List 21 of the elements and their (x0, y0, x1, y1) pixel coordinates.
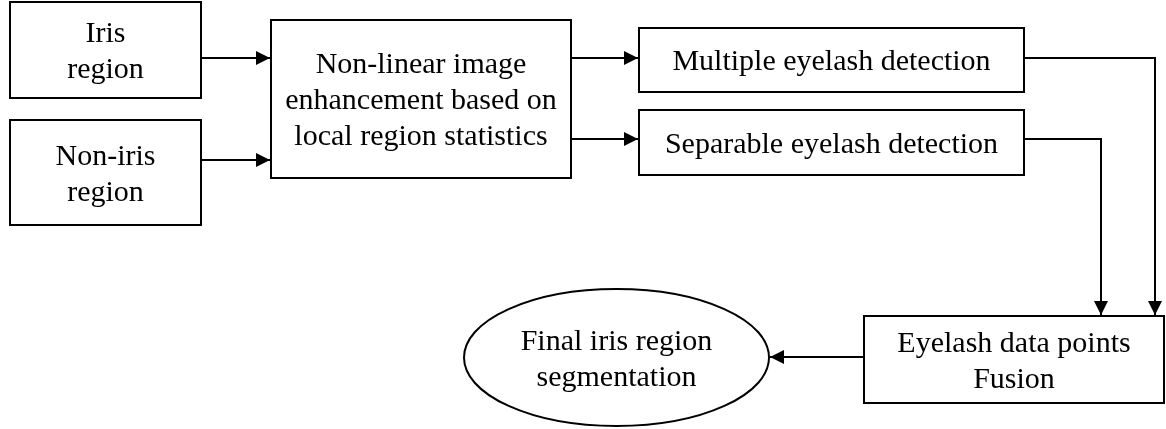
arrow (571, 51, 639, 65)
process-box (638, 27, 1025, 93)
process-box (863, 315, 1165, 404)
node-label: Non-iris region (54, 136, 157, 209)
arrow (1024, 138, 1108, 316)
node-label: Iris region (66, 14, 145, 86)
terminal-ellipse (463, 288, 770, 427)
process-box (270, 19, 572, 179)
process-box (9, 1, 202, 99)
arrow (201, 153, 271, 167)
node-label: Multiple eyelash detection (671, 42, 992, 78)
process-box (9, 119, 202, 226)
arrow (201, 51, 271, 65)
arrow (571, 132, 639, 146)
arrow (1024, 57, 1162, 316)
process-box (638, 109, 1025, 176)
node-label: Separable eyelash detection (663, 124, 1000, 161)
node-label: Non-linear image enhancement based on local region statistics (284, 45, 558, 153)
node-label: Final iris region segmentation (519, 321, 714, 394)
node-label: Eyelash data points Fusion (896, 323, 1132, 396)
arrow (769, 350, 864, 364)
